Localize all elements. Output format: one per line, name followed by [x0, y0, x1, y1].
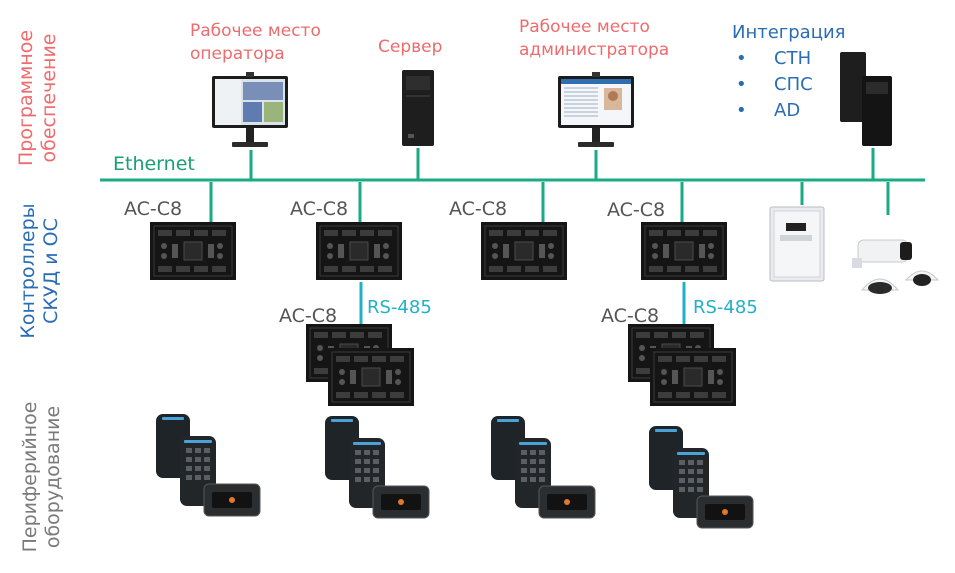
- integration-item: AD: [732, 98, 845, 124]
- controller-label: AC-C8: [279, 305, 338, 327]
- integration-item: СТН: [732, 46, 845, 72]
- integration-servers: [838, 52, 898, 148]
- admin-monitor: [556, 72, 636, 150]
- rs485-label: RS-485: [367, 297, 432, 318]
- controller-label: AC-C8: [449, 198, 508, 220]
- operator-workstation-label: Рабочее место оператора: [190, 21, 321, 64]
- admin-workstation-label: Рабочее место администратора: [519, 17, 670, 60]
- ethernet-label: Ethernet: [113, 153, 195, 175]
- operator-monitor: [210, 72, 290, 150]
- server-tower: [400, 70, 436, 148]
- controller-label: AC-C8: [607, 199, 666, 221]
- server-label: Сервер: [378, 37, 443, 57]
- integration-item: СПС: [732, 72, 845, 98]
- integration-block: Интеграция СТН СПС AD: [732, 20, 845, 124]
- integration-list: СТН СПС AD: [732, 46, 845, 124]
- controller-label: AC-C8: [124, 198, 183, 220]
- fire-alarm-panel: [766, 205, 828, 285]
- reader-group-4: [648, 425, 754, 529]
- controller-label: AC-C8: [601, 305, 660, 327]
- reader-group-2: [324, 415, 430, 519]
- rs485-label: RS-485: [693, 297, 758, 318]
- integration-title: Интеграция: [732, 22, 846, 43]
- controller-label: AC-C8: [290, 198, 349, 220]
- reader-group-1: [155, 413, 261, 517]
- cctv-cameras: [850, 232, 942, 310]
- reader-group-3: [490, 415, 596, 519]
